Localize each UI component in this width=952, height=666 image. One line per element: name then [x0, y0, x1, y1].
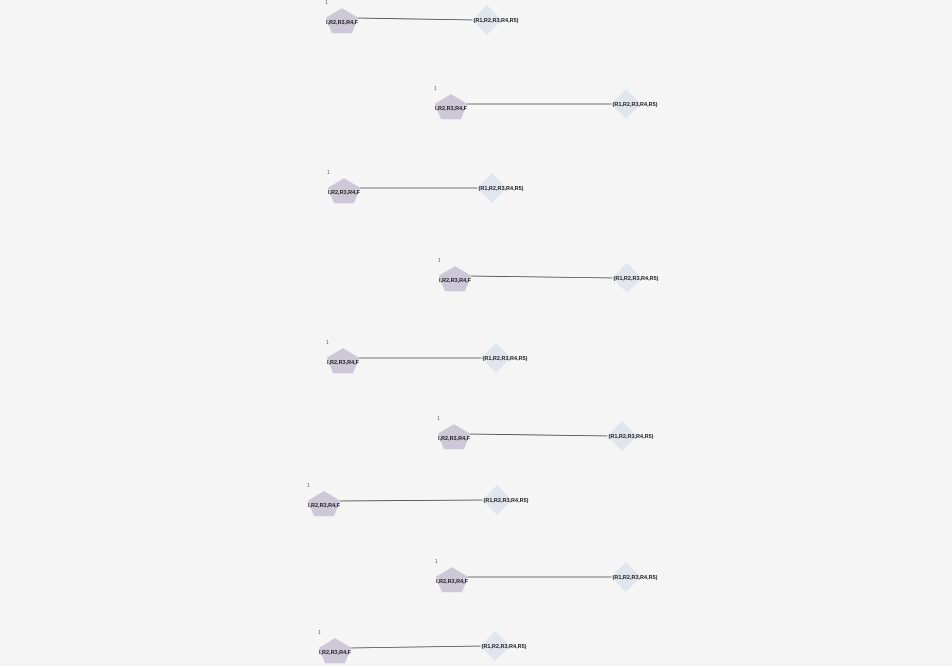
- pentagon-marker: 1: [318, 630, 321, 636]
- pentagon-marker: 1: [438, 258, 441, 264]
- pentagon-label: I,R2,R3,R4,F: [308, 503, 341, 509]
- diamond-node[interactable]: [480, 631, 510, 661]
- diamond-label: (R1,R2,R3,R4,R5): [474, 18, 519, 24]
- pentagon-node[interactable]: [326, 348, 360, 374]
- diamond-node[interactable]: [611, 89, 641, 119]
- node-pair: 1I,R2,R3,R4,F (R1,R2,R3,R4,R5): [435, 559, 658, 593]
- pentagon-label: I,R2,R3,R4,F: [327, 360, 360, 366]
- node-pair: 1I,R2,R3,R4,F (R1,R2,R3,R4,R5): [437, 416, 654, 451]
- edge-line: [337, 499, 486, 502]
- pentagon-label: I,R2,R3,R4,F: [438, 436, 471, 442]
- diamond-label: (R1,R2,R3,R4,R5): [483, 356, 528, 362]
- diamond-node[interactable]: [481, 343, 511, 373]
- node-pair: 1I,R2,R3,R4,F (R1,R2,R3,R4,R5): [318, 630, 527, 664]
- diamond-label: (R1,R2,R3,R4,R5): [484, 498, 529, 504]
- pentagon-node[interactable]: [327, 178, 361, 204]
- pentagon-label: I,R2,R3,R4,F: [436, 579, 469, 585]
- edge-line: [348, 645, 484, 649]
- pentagon-label: I,R2,R3,R4,F: [439, 278, 472, 284]
- pentagon-node[interactable]: [325, 8, 359, 34]
- node-pair: 1I,R2,R3,R4,F (R1,R2,R3,R4,R5): [434, 86, 658, 120]
- diamond-node[interactable]: [482, 485, 512, 515]
- node-pair: 1I,R2,R3,R4,F (R1,R2,R3,R4,R5): [307, 483, 529, 517]
- diamond-label: (R1,R2,R3,R4,R5): [614, 276, 659, 282]
- diamond-label: (R1,R2,R3,R4,R5): [613, 575, 658, 581]
- pentagon-label: I,R2,R3,R4,F: [326, 20, 359, 26]
- pentagon-marker: 1: [325, 0, 328, 6]
- pentagon-node[interactable]: [318, 638, 352, 664]
- pentagon-marker: 1: [326, 340, 329, 346]
- diamond-label: (R1,R2,R3,R4,R5): [479, 186, 524, 192]
- pentagon-node[interactable]: [434, 94, 468, 120]
- edge-line: [468, 275, 616, 279]
- node-pair: 1I,R2,R3,R4,F (R1,R2,R3,R4,R5): [327, 170, 524, 204]
- pentagon-marker: 1: [327, 170, 330, 176]
- diamond-node[interactable]: [477, 173, 507, 203]
- node-pair: 1I,R2,R3,R4,F (R1,R2,R3,R4,R5): [438, 258, 659, 293]
- edge-line: [467, 433, 611, 437]
- edge-line: [355, 17, 476, 21]
- diamond-node[interactable]: [607, 421, 637, 451]
- pentagon-node[interactable]: [437, 424, 471, 450]
- pentagon-marker: 1: [437, 416, 440, 422]
- diamond-label: (R1,R2,R3,R4,R5): [613, 102, 658, 108]
- pentagon-node[interactable]: [307, 491, 341, 517]
- pentagon-label: I,R2,R3,R4,F: [435, 106, 468, 112]
- node-pair: 1I,R2,R3,R4,F (R1,R2,R3,R4,R5): [326, 340, 528, 374]
- node-pair: 1I,R2,R3,R4,F (R1,R2,R3,R4,R5): [325, 0, 519, 35]
- pentagon-node[interactable]: [435, 567, 469, 593]
- diamond-node[interactable]: [612, 263, 642, 293]
- diamond-node[interactable]: [611, 562, 641, 592]
- pentagon-label: I,R2,R3,R4,F: [328, 190, 361, 196]
- pentagon-label: I,R2,R3,R4,F: [319, 650, 352, 656]
- pentagon-node[interactable]: [438, 266, 472, 292]
- diamond-node[interactable]: [472, 5, 502, 35]
- pentagon-marker: 1: [307, 483, 310, 489]
- diamond-label: (R1,R2,R3,R4,R5): [482, 644, 527, 650]
- diamond-label: (R1,R2,R3,R4,R5): [609, 434, 654, 440]
- pentagon-marker: 1: [434, 86, 437, 92]
- pentagon-marker: 1: [435, 559, 438, 565]
